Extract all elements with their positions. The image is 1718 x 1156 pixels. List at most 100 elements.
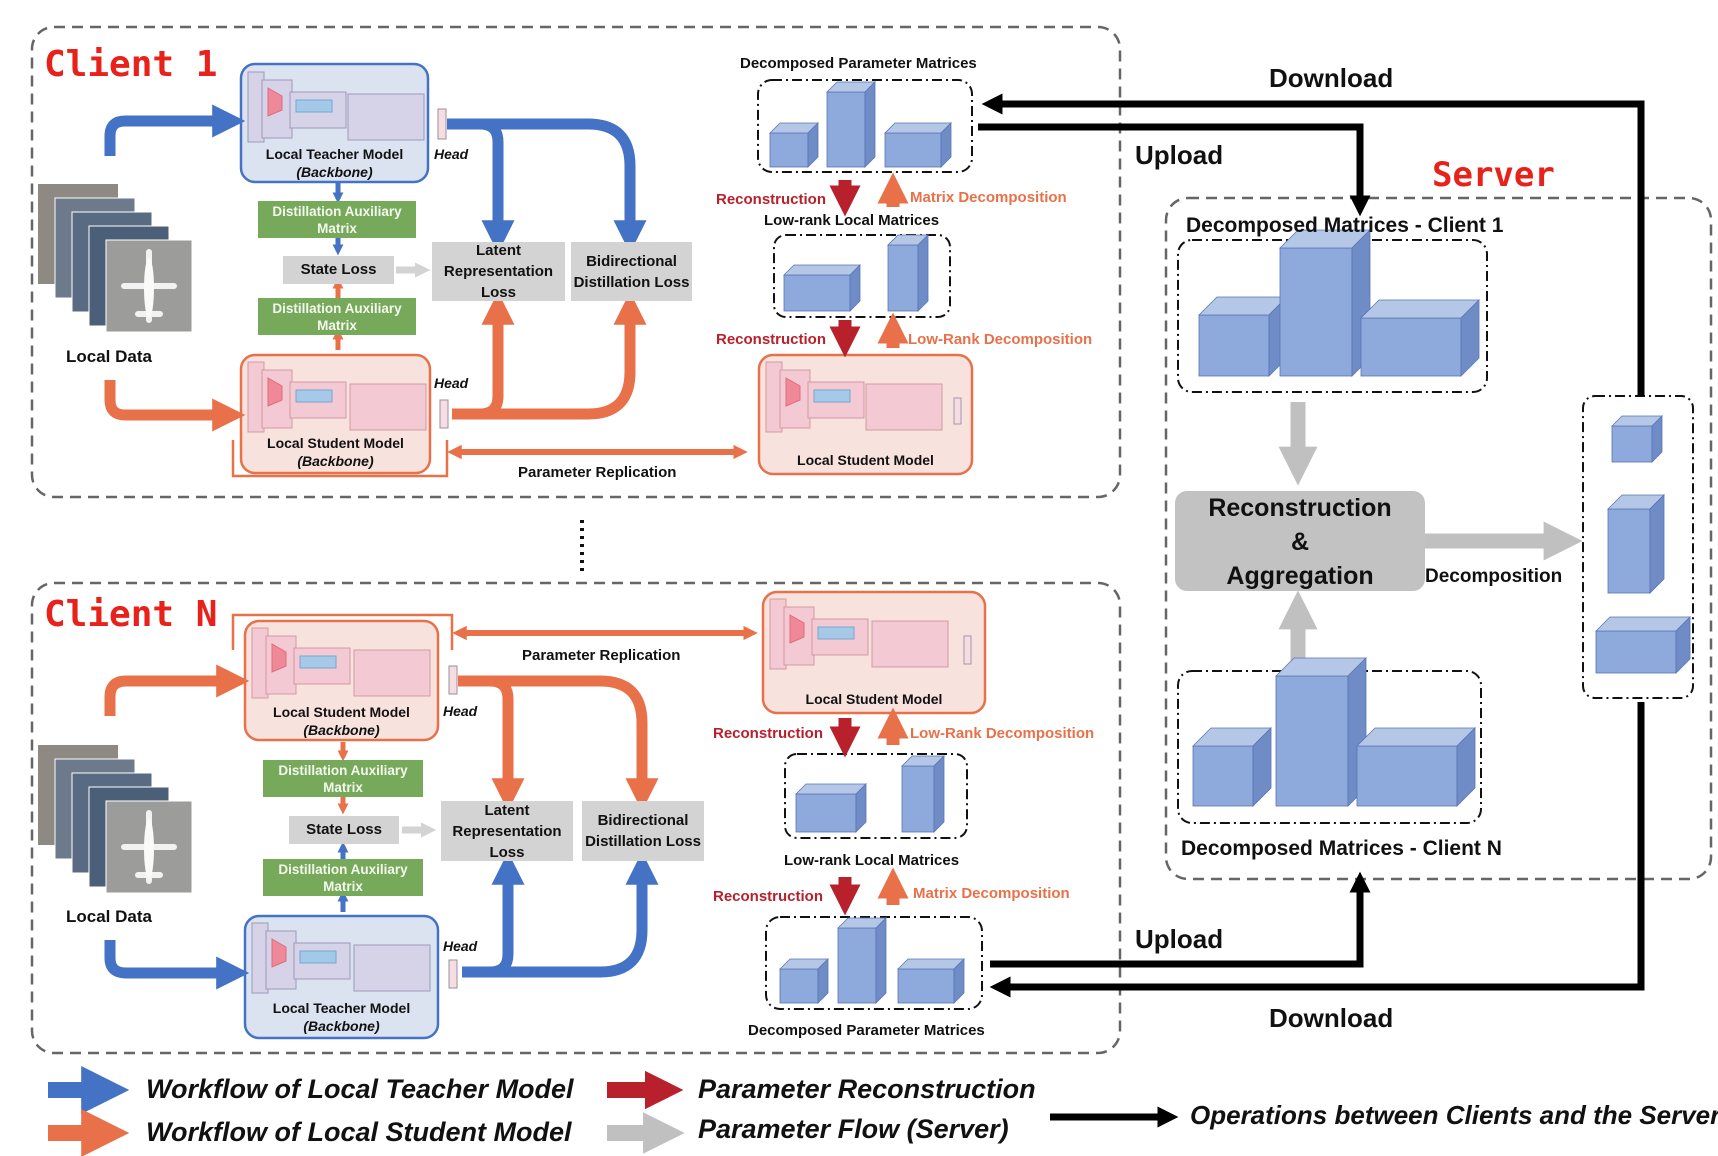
server-client1-label: Decomposed Matrices - Client 1 bbox=[1186, 214, 1504, 237]
client-n-local-data-label: Local Data bbox=[66, 907, 152, 926]
client-1-bidirectional-loss: Bidirectional Distillation Loss bbox=[571, 242, 692, 301]
upload-label-top: Upload bbox=[1135, 140, 1224, 170]
teacher-head-block-n bbox=[448, 959, 458, 989]
client-n-student-label: Local Student Model (Backbone) bbox=[245, 703, 438, 739]
client-1-title: Client 1 bbox=[44, 44, 218, 85]
client-1-decomposed-param-label: Decomposed Parameter Matrices bbox=[740, 55, 977, 72]
decomposed-param-box-n bbox=[765, 916, 983, 1010]
client-1-teacher-label: Local Teacher Model (Backbone) bbox=[241, 145, 428, 181]
client-n-low-rank-decomp-label: Low-Rank Decomposition bbox=[910, 725, 1095, 742]
client-1-head-top: Head bbox=[434, 146, 469, 162]
client-1-aux-matrix-top: Distillation Auxiliary Matrix bbox=[258, 201, 416, 238]
student-to-latent-arrow-n bbox=[458, 675, 525, 812]
server-clientN-label: Decomposed Matrices - Client N bbox=[1181, 837, 1502, 860]
cube-sn-small bbox=[1192, 727, 1272, 807]
client-n-local-student-label: Local Student Model bbox=[805, 691, 943, 707]
client-n-state-loss: State Loss bbox=[289, 816, 399, 844]
download-arrow-top bbox=[981, 93, 1645, 396]
client-n-student-name: Local Student Model bbox=[273, 704, 410, 720]
reconstruction-aggregation-box: Reconstruction & Aggregation bbox=[1175, 491, 1425, 591]
low-rank-box-n bbox=[784, 753, 968, 839]
client-n-recon-label-1: Reconstruction bbox=[713, 725, 824, 742]
legend-server-flow-text: Parameter Flow (Server) bbox=[698, 1114, 1009, 1144]
teacher-to-latent-arrow-n bbox=[462, 851, 525, 978]
cube-cn-lr-tall bbox=[901, 755, 945, 833]
client-1-recon-label-2: Reconstruction bbox=[716, 331, 827, 348]
client-1-low-rank-decomp-label: Low-Rank Decomposition bbox=[908, 331, 1093, 348]
download-arrow-bottom bbox=[989, 702, 1645, 998]
teacher-to-bidir-arrow bbox=[480, 118, 647, 254]
upload-arrow-bottom bbox=[990, 871, 1371, 968]
local-data-images-n bbox=[38, 745, 193, 894]
legend-teacher-text: Workflow of Local Teacher Model bbox=[146, 1074, 574, 1104]
client-n-teacher-name: Local Teacher Model bbox=[272, 1000, 411, 1016]
client-1-local-data-label: Local Data bbox=[66, 347, 152, 366]
teacher-to-bidir-arrow-n bbox=[490, 851, 659, 978]
cube-sn-tall bbox=[1275, 657, 1367, 807]
cube-cn-bot-small bbox=[779, 958, 829, 1004]
client-n-teacher-label: Local Teacher Model (Backbone) bbox=[245, 999, 438, 1035]
client-n-student-backbone: (Backbone) bbox=[303, 722, 380, 739]
client-1-teacher-backbone: (Backbone) bbox=[296, 164, 373, 181]
client-n-panel bbox=[30, 581, 1122, 1055]
cube-cn-bot-wide bbox=[897, 958, 965, 1004]
local-student-illustration bbox=[765, 361, 962, 433]
client-n-teacher-backbone: (Backbone) bbox=[303, 1018, 380, 1035]
cube-srv-tall bbox=[1607, 494, 1665, 594]
agg-reconstruction-text: Reconstruction bbox=[1208, 494, 1392, 522]
client-1-student-label: Local Student Model (Backbone) bbox=[241, 434, 430, 470]
teacher-to-latent-arrow bbox=[447, 118, 515, 254]
student-to-bidir-arrow-n bbox=[490, 675, 659, 812]
client-n-title: Client N bbox=[44, 594, 218, 635]
decomposed-param-box bbox=[757, 79, 973, 173]
legend-ops-text: Operations between Clients and the Serve… bbox=[1190, 1100, 1718, 1130]
server-decomposition-label: Decomposition bbox=[1425, 566, 1563, 587]
client-1-student-backbone: (Backbone) bbox=[297, 453, 374, 470]
download-label-bottom: Download bbox=[1269, 1003, 1394, 1033]
client-1-latent-loss: Latent Representation Loss bbox=[432, 242, 565, 301]
transfer-arrows bbox=[978, 93, 1645, 998]
client-n-bidirectional-loss: Bidirectional Distillation Loss bbox=[582, 801, 704, 861]
client-1-head-bottom: Head bbox=[434, 375, 469, 391]
client-1-border bbox=[30, 25, 1122, 499]
cube-cn-bot-tall bbox=[837, 917, 887, 1004]
client-1-state-loss: State Loss bbox=[283, 256, 394, 284]
client-1-panel bbox=[30, 25, 1122, 499]
cube-c1-lr-tall bbox=[887, 234, 929, 312]
cube-cn-lr-wide bbox=[795, 783, 867, 833]
client-1-low-rank-label: Low-rank Local Matrices bbox=[764, 212, 940, 229]
cube-sn-wide bbox=[1356, 727, 1476, 807]
client-n-low-rank-label: Low-rank Local Matrices bbox=[784, 852, 960, 869]
student-head-block bbox=[439, 399, 449, 429]
student-to-latent-arrow bbox=[452, 291, 515, 420]
cube-srv-small bbox=[1611, 415, 1663, 463]
upload-arrow-top bbox=[978, 123, 1371, 217]
teacher-input-arrow bbox=[104, 104, 246, 156]
client-n-head-top: Head bbox=[443, 703, 478, 719]
client-1-param-replication: Parameter Replication bbox=[518, 464, 677, 481]
client-1-matrix-decomp-label: Matrix Decomposition bbox=[910, 189, 1067, 206]
student-input-arrow-n bbox=[104, 664, 250, 716]
client-1-local-student-label: Local Student Model bbox=[797, 452, 934, 468]
cube-srv-wide bbox=[1595, 616, 1691, 674]
cube-c1-top-small bbox=[769, 122, 819, 168]
client-n-param-replication: Parameter Replication bbox=[522, 647, 681, 664]
student-input-arrow bbox=[104, 380, 246, 432]
local-data-images bbox=[38, 184, 193, 333]
cube-c1-top-tall bbox=[826, 81, 876, 168]
upload-label-bottom: Upload bbox=[1135, 924, 1224, 954]
client-n-border bbox=[30, 581, 1122, 1055]
teacher-input-arrow-n bbox=[104, 940, 250, 990]
student-bracket bbox=[231, 440, 449, 478]
client-n-decomposed-param-label: Decomposed Parameter Matrices bbox=[748, 1022, 985, 1039]
cube-s1-small bbox=[1198, 296, 1288, 377]
client-n-aux-matrix-bottom: Distillation Auxiliary Matrix bbox=[263, 859, 423, 896]
client-n-recon-label-2: Reconstruction bbox=[713, 888, 824, 905]
agg-amp-text: & bbox=[1290, 528, 1310, 556]
client-1-teacher-name: Local Teacher Model bbox=[265, 146, 404, 162]
client-1-aux-matrix-bottom: Distillation Auxiliary Matrix bbox=[258, 298, 416, 335]
client-1-student-name: Local Student Model bbox=[267, 435, 404, 451]
student-network-illustration bbox=[247, 361, 427, 433]
low-rank-box bbox=[773, 234, 951, 318]
